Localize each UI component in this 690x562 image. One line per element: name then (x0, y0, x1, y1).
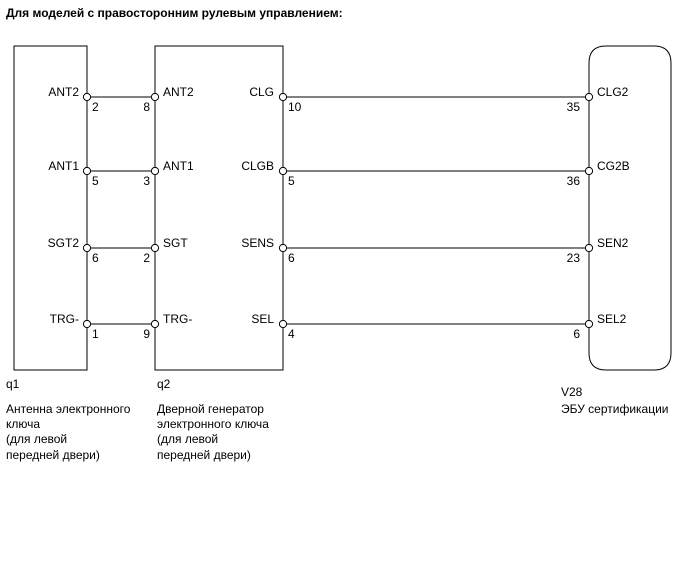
q1-desc-line-1: Антенна электронного (6, 402, 131, 416)
q1-desc-line-2: ключа (6, 417, 40, 431)
wire-row-left: SGT2 6 2 SGT (48, 236, 189, 265)
v28-code: V28 (561, 385, 583, 399)
q2-pin-terminal (150, 92, 160, 102)
wire-row-left: ANT2 2 8 ANT2 (48, 85, 194, 114)
q1-pin-terminal (82, 92, 92, 102)
v28-pin-number: 6 (573, 327, 580, 341)
q1-terminal-name: ANT2 (48, 85, 79, 99)
q1-connector-body (13, 45, 88, 371)
wire-row-right: CLG 10 35 CLG2 (249, 85, 628, 114)
v28-terminal-name: SEL2 (597, 312, 627, 326)
q2-desc-line-1: Дверной генератор (157, 402, 264, 416)
v28-pin-terminal (584, 243, 594, 253)
q2-pin-number: 10 (288, 100, 302, 114)
v28-desc-line-1: ЭБУ сертификации (561, 402, 669, 416)
q2-pin-number: 4 (288, 327, 295, 341)
wire-row-right: SENS 6 23 SEN2 (241, 236, 628, 265)
q2-terminal-name: SEL (251, 312, 274, 326)
q2-desc-line-2: электронного ключа (157, 417, 269, 431)
v28-ecu-body (588, 45, 672, 371)
q2-pin-terminal (150, 166, 160, 176)
wire-row-right: CLGB 5 36 CG2B (241, 159, 629, 188)
q2-terminal-name: TRG- (163, 312, 192, 326)
wire-row-left: TRG- 1 9 TRG- (50, 312, 193, 341)
v28-pin-terminal (584, 166, 594, 176)
q2-pin-terminal (278, 92, 288, 102)
q1-desc-line-4: передней двери) (6, 448, 100, 462)
q2-pin-terminal (278, 166, 288, 176)
q2-pin-terminal (150, 319, 160, 329)
q2-pin-terminal (278, 243, 288, 253)
v28-pin-terminal (584, 92, 594, 102)
q2-terminal-name: CLGB (241, 159, 274, 173)
q2-terminal-name: ANT1 (163, 159, 194, 173)
v28-terminal-name: CLG2 (597, 85, 629, 99)
q2-pin-number: 2 (143, 251, 150, 265)
q2-pin-number: 6 (288, 251, 295, 265)
q1-terminal-name: SGT2 (48, 236, 80, 250)
v28-terminal-name: SEN2 (597, 236, 629, 250)
q1-pin-number: 2 (92, 100, 99, 114)
q2-desc-line-3: (для левой (157, 432, 218, 446)
q1-code: q1 (6, 377, 20, 391)
q2-pin-number: 9 (143, 327, 150, 341)
q1-pin-terminal (82, 243, 92, 253)
q2-desc-line-4: передней двери) (157, 448, 251, 462)
v28-pin-number: 23 (567, 251, 581, 265)
q2-pin-number: 8 (143, 100, 150, 114)
q2-pin-number: 3 (143, 174, 150, 188)
q1-pin-number: 1 (92, 327, 99, 341)
q1-desc-line-3: (для левой (6, 432, 67, 446)
q2-connector-body (154, 45, 284, 371)
wire-row-right: SEL 4 6 SEL2 (251, 312, 626, 341)
q2-terminal-name: ANT2 (163, 85, 194, 99)
v28-pin-number: 36 (567, 174, 581, 188)
q2-code: q2 (157, 377, 171, 391)
q1-pin-terminal (82, 166, 92, 176)
q2-pin-terminal (278, 319, 288, 329)
q1-pin-number: 6 (92, 251, 99, 265)
q2-terminal-name: SENS (241, 236, 274, 250)
q1-pin-terminal (82, 319, 92, 329)
v28-terminal-name: CG2B (597, 159, 630, 173)
q2-terminal-name: SGT (163, 236, 188, 250)
q1-pin-number: 5 (92, 174, 99, 188)
q2-terminal-name: CLG (249, 85, 274, 99)
q1-terminal-name: ANT1 (48, 159, 79, 173)
q1-terminal-name: TRG- (50, 312, 79, 326)
v28-pin-terminal (584, 319, 594, 329)
q2-pin-terminal (150, 243, 160, 253)
v28-pin-number: 35 (567, 100, 581, 114)
q2-pin-number: 5 (288, 174, 295, 188)
wire-row-left: ANT1 5 3 ANT1 (48, 159, 194, 188)
diagram-title: Для моделей с правосторонним рулевым упр… (6, 6, 343, 20)
